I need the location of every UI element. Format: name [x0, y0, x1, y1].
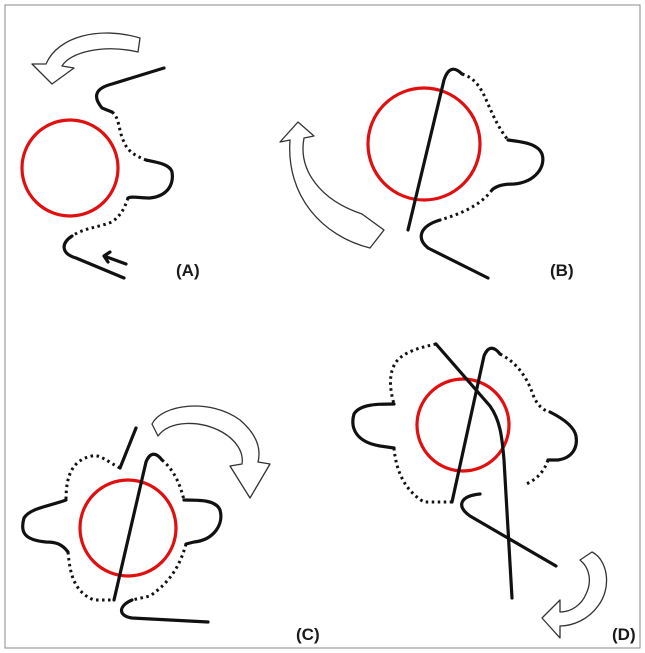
- ear-b: [490, 138, 545, 192]
- outer-frame: [4, 4, 641, 649]
- ear-d-left: [351, 402, 396, 450]
- dotted-c-left: [64, 454, 121, 501]
- rope-d-lower: [460, 492, 558, 568]
- dotted-b-lower: [439, 189, 494, 222]
- red-circle-c: [78, 478, 178, 578]
- dotted-b: [461, 72, 510, 141]
- ear-c-left: [21, 498, 70, 554]
- dotted-d-lower-right: [525, 459, 550, 486]
- dotted-c-lower-left: [66, 551, 114, 602]
- rope-c-lower: [119, 598, 210, 624]
- dotted-d-lower-left: [392, 447, 452, 504]
- dotted-a-lower: [71, 197, 130, 238]
- red-circle-b: [366, 86, 482, 202]
- ear-d-right: [546, 410, 578, 462]
- rope-d-long: [434, 342, 514, 600]
- rope-d-short: [450, 346, 502, 504]
- panel-d: (D): [351, 342, 636, 644]
- panel-label-a: (A): [176, 261, 200, 280]
- dotted-c-lower-right: [131, 543, 188, 602]
- pointer-arrow-a: [102, 250, 128, 266]
- rotation-arrow-c: [151, 405, 271, 499]
- rope-b-lower: [419, 218, 490, 280]
- panel-label-b: (B): [550, 261, 574, 280]
- red-circle-a: [20, 118, 120, 218]
- panel-b: (B): [279, 67, 574, 280]
- rope-c-top: [118, 426, 138, 470]
- panel-a: (A): [20, 32, 200, 280]
- dotted-d-right: [499, 352, 551, 414]
- panel-label-d: (D): [612, 625, 636, 644]
- red-circle-d: [415, 377, 511, 473]
- rope-a-lower: [62, 234, 126, 280]
- dotted-a-upper: [110, 110, 147, 162]
- rotation-arrow-b: [279, 121, 385, 249]
- rope-b-main: [406, 67, 464, 232]
- ear-c-right: [182, 498, 223, 546]
- panel-label-c: (C): [296, 625, 320, 644]
- dotted-c-right: [161, 458, 186, 501]
- rope-c-main: [112, 452, 164, 602]
- ear-a: [126, 158, 174, 200]
- panel-c: (C): [21, 405, 320, 644]
- rotation-arrow-a: [31, 32, 141, 85]
- rotation-arrow-d: [541, 551, 608, 639]
- rope-a-upper: [94, 66, 166, 114]
